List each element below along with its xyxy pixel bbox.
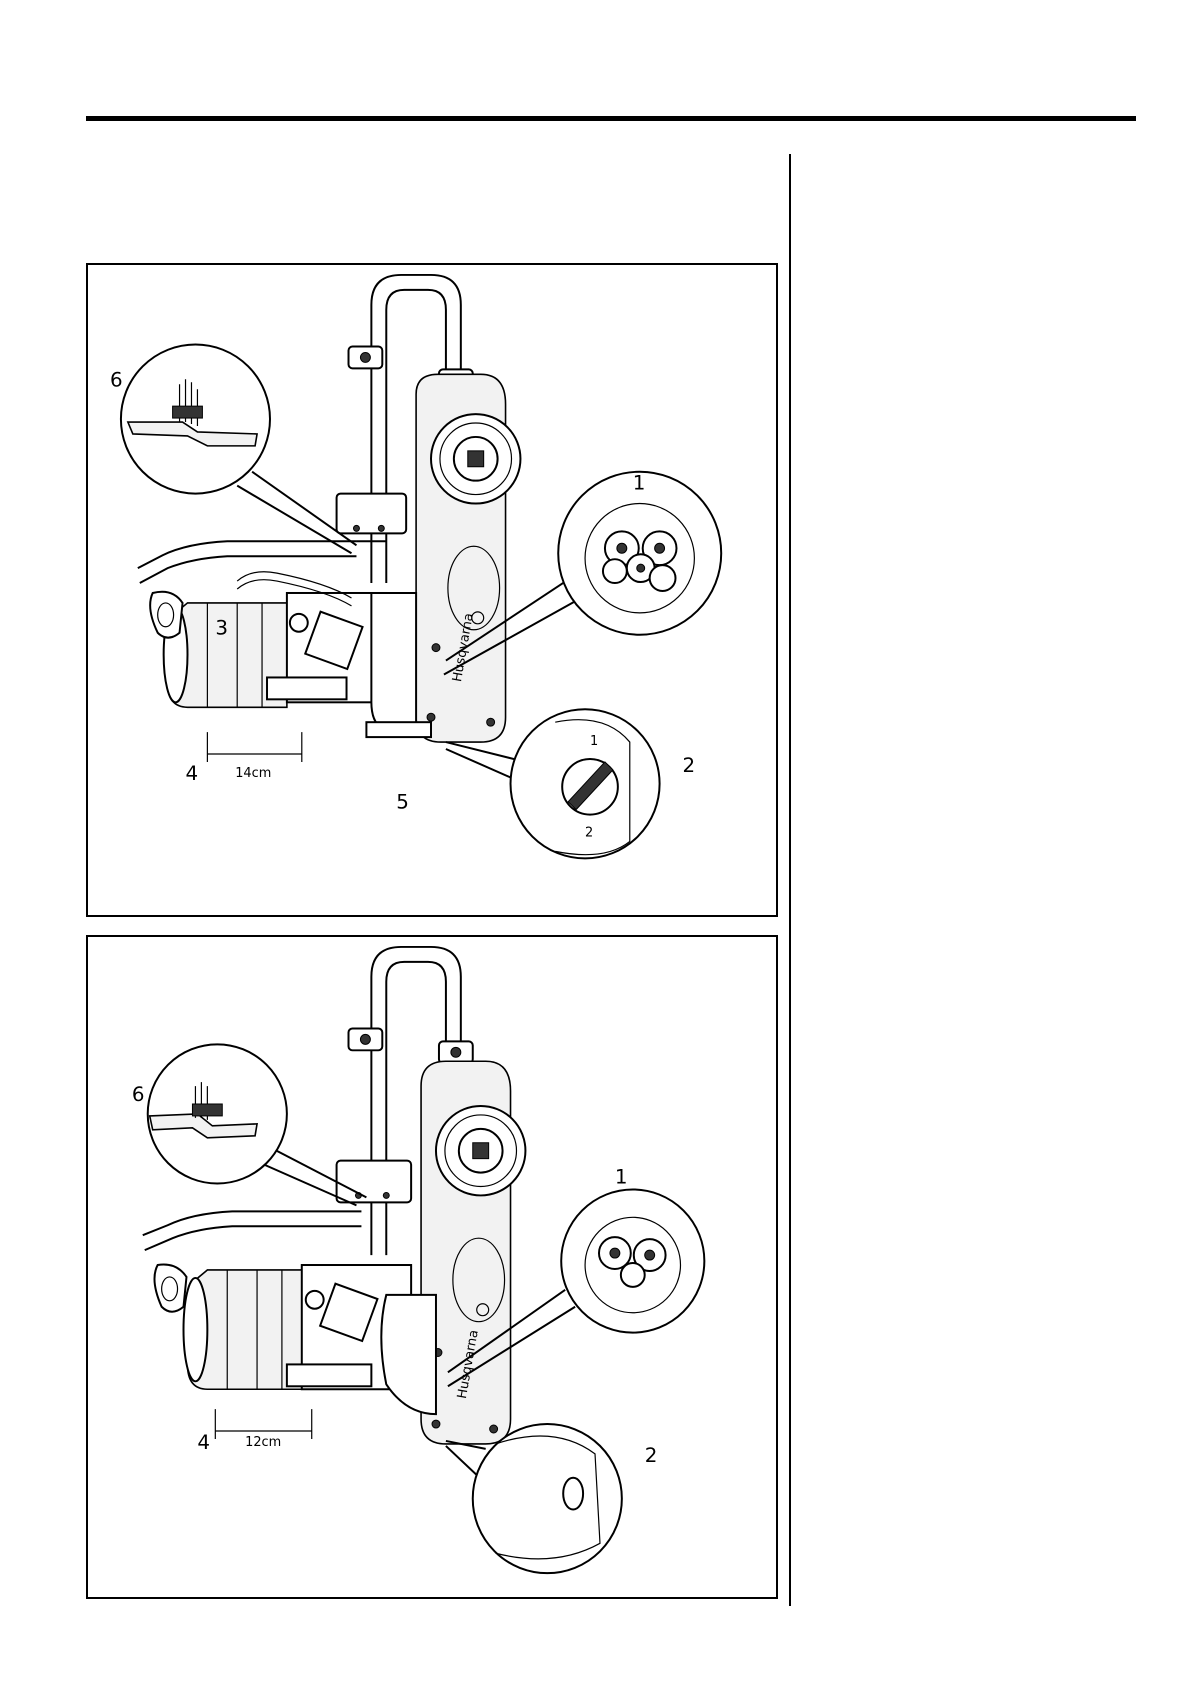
frame-tube [138,541,357,568]
machine-illustration-1: Husqvarna 14cm [88,265,776,915]
callout-3: 3 [215,617,228,640]
callout-2: 2 [682,754,695,777]
dimension-label: 12cm [245,1435,281,1450]
column-divider [789,154,791,1606]
dimension-label: 14cm [235,766,271,781]
figure-machine-configuration-2: Husqvarna 12cm [86,935,778,1599]
detail-zoom-2 [473,1424,622,1573]
mounting-bracket [337,1161,412,1203]
callout-5: 5 [396,791,409,814]
lifting-eye [150,592,182,638]
callout-1: 1 [633,472,646,495]
mounting-bracket [337,494,407,534]
dimension-line [207,732,301,762]
callout-6: 6 [110,368,123,391]
lifting-eye [154,1265,186,1312]
detail-zoom-6 [121,345,270,494]
machine-illustration-2: Husqvarna 12cm [88,937,776,1597]
figure-machine-configuration-1: Husqvarna 14cm [86,263,778,917]
gear-flange [381,1295,436,1414]
detail-zoom-1 [561,1189,704,1332]
callout-4: 4 [186,762,199,785]
callout-6: 6 [132,1083,145,1106]
selector-port [563,1478,583,1510]
frame-tube [143,1211,362,1235]
gear-flange [371,593,416,732]
dial-mark-2: 2 [585,825,593,840]
selector-knob[interactable] [562,759,618,815]
header-rule [86,116,1136,121]
detail-zoom-1 [558,472,721,635]
dial-mark-1: 1 [590,734,598,749]
callout-2: 2 [645,1444,658,1467]
callout-4: 4 [197,1431,210,1454]
callout-1: 1 [615,1166,628,1189]
